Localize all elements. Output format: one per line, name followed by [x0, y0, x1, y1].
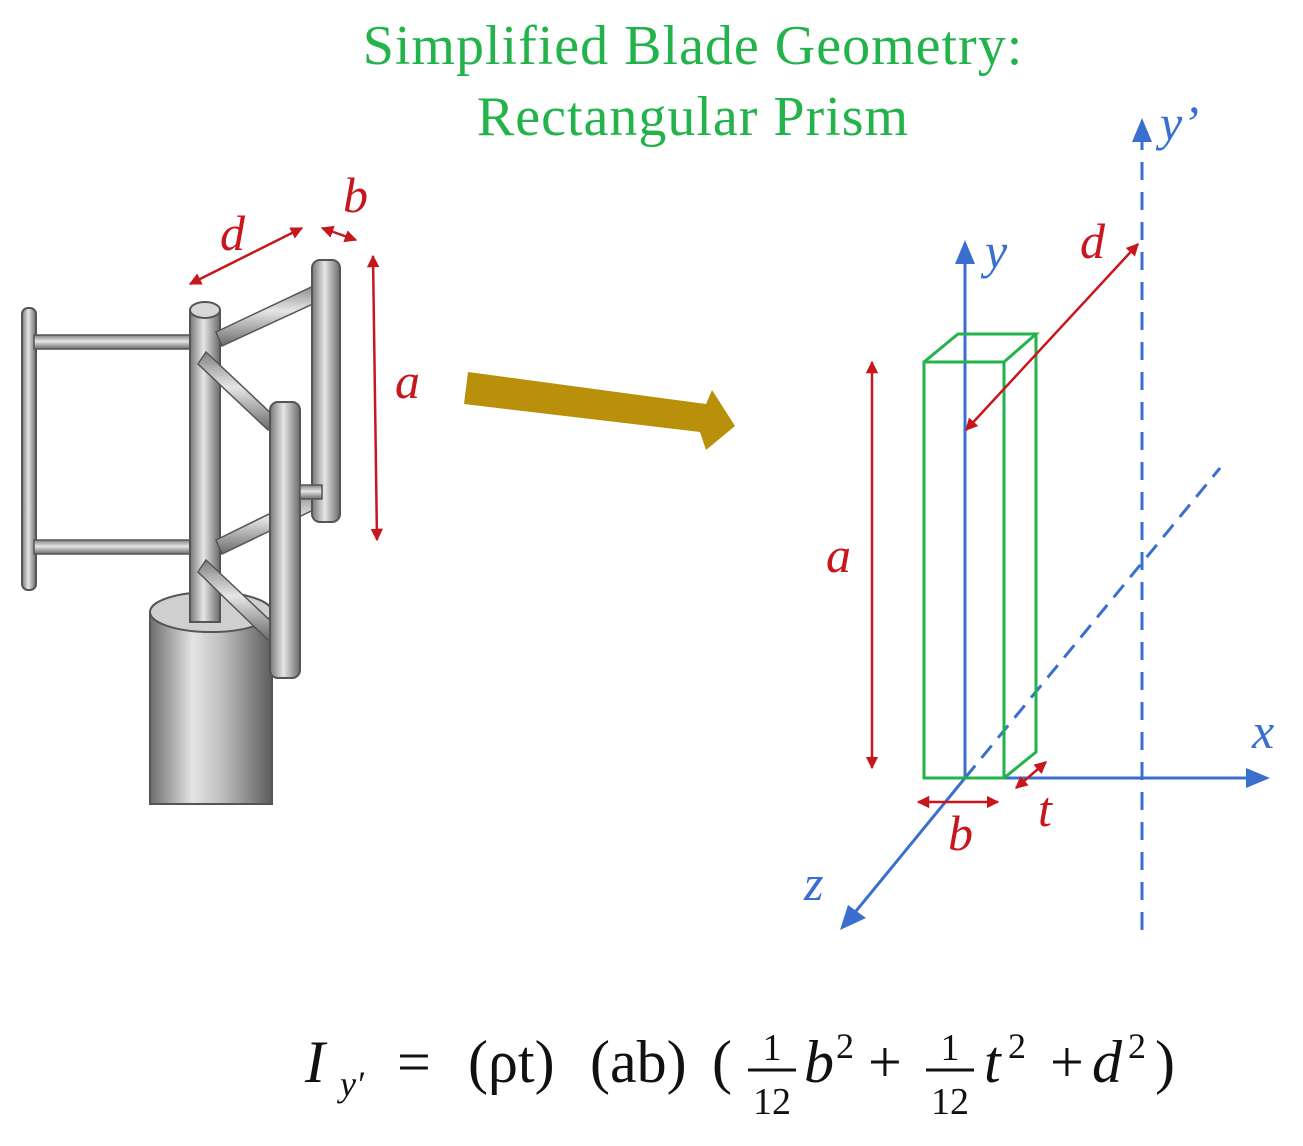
frac1-denominator: 12 [753, 1081, 791, 1123]
equation-t-squared: 2 [1008, 1026, 1026, 1066]
equation-d: d [1092, 1029, 1123, 1095]
left-arm-top [33, 334, 205, 350]
equation-d-squared: 2 [1128, 1026, 1146, 1066]
title-line-2: Rectangular Prism [477, 86, 909, 148]
equation-b: b [804, 1029, 834, 1095]
z-axis-arrowhead [840, 905, 866, 930]
prism-t-label: t [1038, 781, 1053, 837]
right-arm-bottom-2 [197, 558, 280, 642]
transform-arrow [464, 372, 735, 450]
turbine-b-label: b [343, 167, 368, 223]
left-blade [21, 307, 37, 591]
turbine-a-dimension [366, 254, 384, 542]
z-axis-label: z [803, 855, 823, 911]
frac1-numerator: 1 [763, 1027, 782, 1069]
left-arm-bottom [33, 539, 205, 555]
title-line-1: Simplified Blade Geometry: [363, 15, 1024, 77]
turbine-d-dimension [188, 226, 304, 286]
rear-blade [311, 259, 341, 523]
turbine-dimensions: d b a [188, 167, 420, 542]
turbine-d-label: d [220, 205, 246, 261]
turbine-illustration [21, 259, 341, 805]
equation-open-paren: ( [712, 1029, 732, 1095]
turbine-a-label: a [395, 353, 420, 409]
equation-plus-2: + [1050, 1029, 1084, 1095]
y-prime-axis-arrowhead [1132, 118, 1152, 142]
frac2-denominator: 12 [931, 1081, 969, 1123]
frac2-numerator: 1 [941, 1027, 960, 1069]
equation-subscript: y′ [337, 1064, 365, 1104]
prism-top-face [923, 332, 1040, 364]
x-axis-label: x [1251, 703, 1274, 759]
y-axis-label: y [980, 223, 1008, 279]
y-prime-axis-label: y’ [1155, 95, 1199, 151]
equation-t: t [984, 1029, 1002, 1095]
prism-front-face [922, 360, 1006, 780]
prism-a-label: a [826, 527, 851, 583]
shaft-cap [189, 301, 221, 319]
equation-plus-1: + [868, 1029, 902, 1095]
prism-b-label: b [948, 805, 973, 861]
equation-equals: = [382, 1029, 446, 1095]
prism-side-edge [1003, 334, 1038, 780]
equation-ab: (ab) [590, 1029, 687, 1095]
y-axis-arrowhead [955, 240, 975, 264]
equation-I: I [304, 1029, 328, 1095]
prism-d-label: d [1080, 213, 1106, 269]
inertia-equation: I y′ = (ρt) (ab) ( 1 12 b 2 + 1 12 t 2 +… [304, 1026, 1175, 1123]
prism-diagram: y’ y x z d a b t [803, 95, 1274, 930]
dashed-diagonal [963, 467, 1222, 779]
turbine-b-dimension [320, 225, 358, 243]
blade-connector [299, 484, 323, 500]
tower-base [149, 611, 273, 805]
equation-close-paren: ) [1155, 1029, 1175, 1095]
equation-rho-t: (ρt) [468, 1029, 555, 1095]
equation-b-squared: 2 [836, 1026, 854, 1066]
front-blade [269, 401, 301, 679]
x-axis-arrowhead [1246, 768, 1270, 788]
right-arm-top-2 [197, 350, 280, 432]
prism-d-dimension [965, 243, 1139, 431]
prism-t-dimension [1015, 761, 1047, 789]
